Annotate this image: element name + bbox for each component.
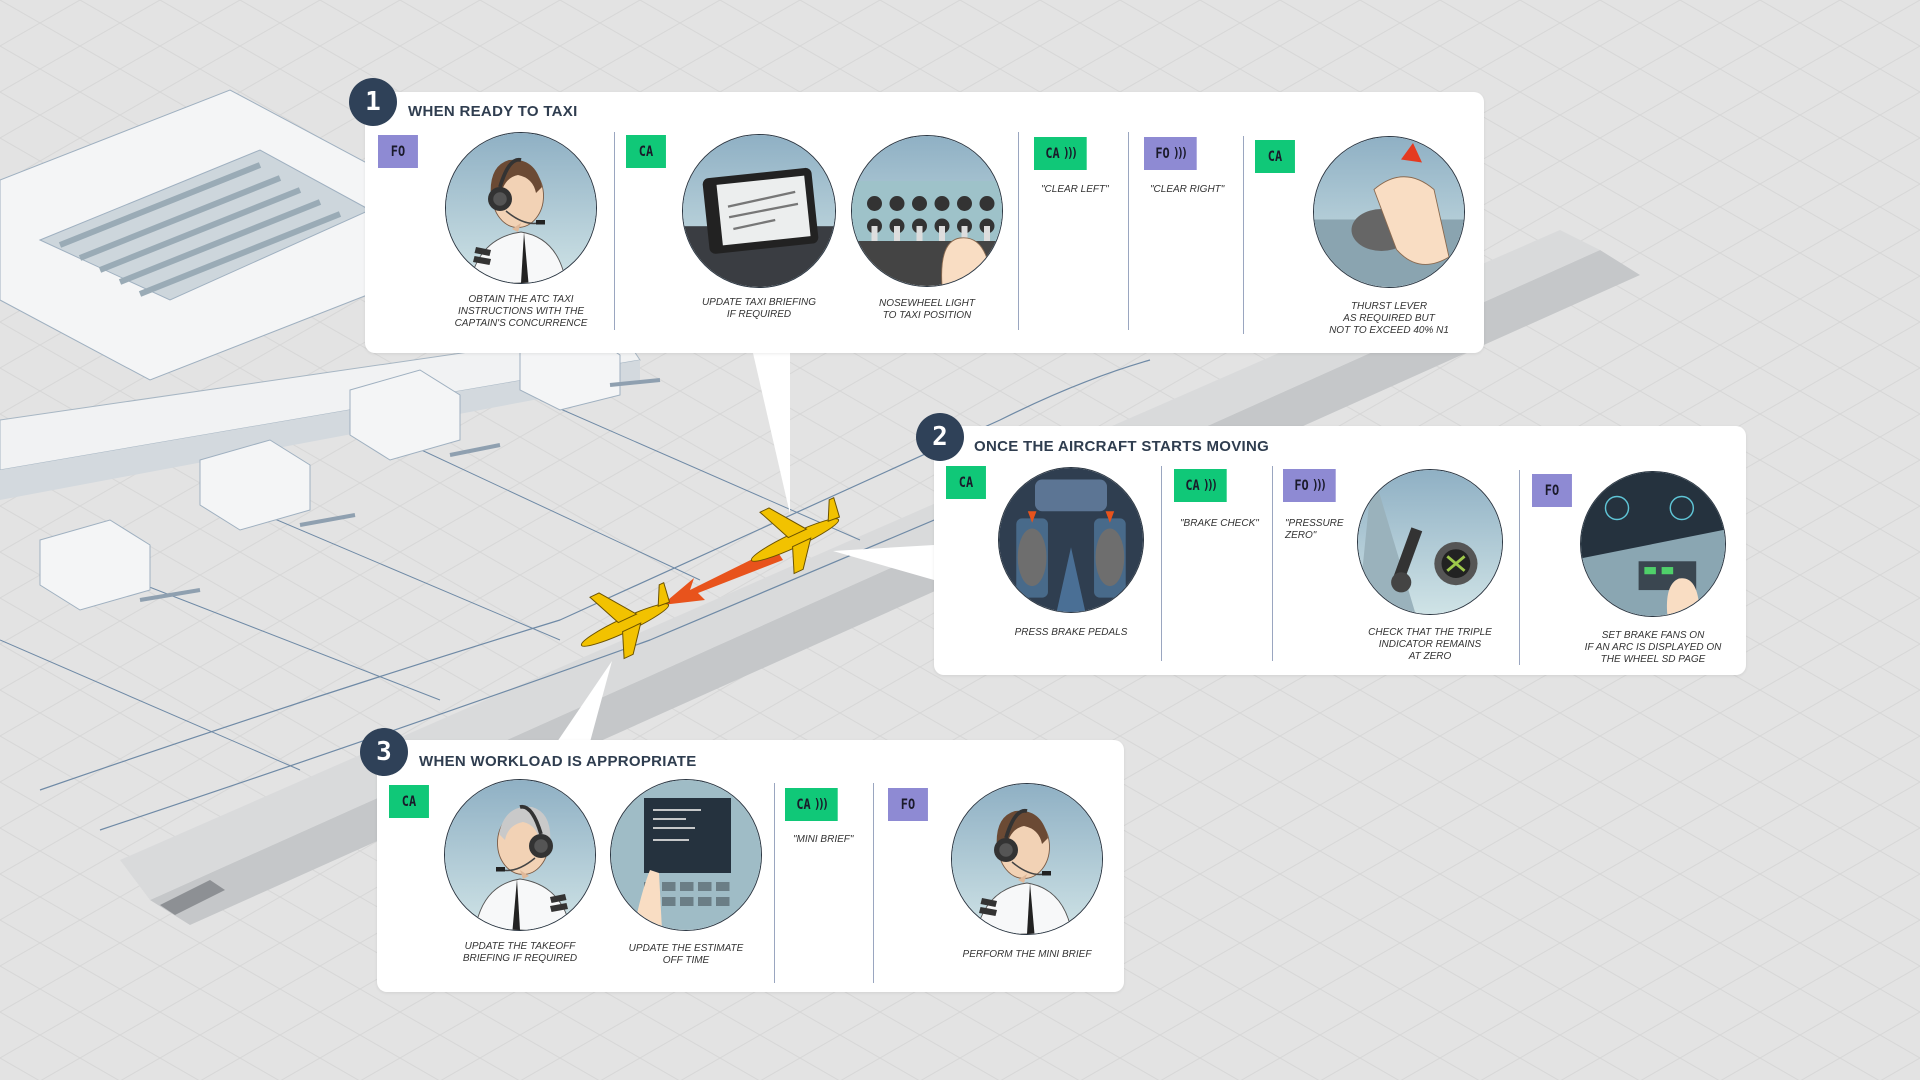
speech-waves-icon: ))) <box>1173 146 1188 161</box>
thrust-lever-illustration <box>1313 136 1465 288</box>
role-label: FO <box>1155 145 1170 162</box>
step-caption: UPDATE THE ESTIMATE OFF TIME <box>628 943 744 966</box>
column-divider <box>1243 136 1244 334</box>
first-officer-headset-illustration <box>445 132 597 284</box>
first-officer-role-tag: FO <box>378 135 418 168</box>
column-divider <box>1128 132 1129 330</box>
speech-waves-icon: ))) <box>1203 478 1218 493</box>
role-label: CA <box>796 796 811 813</box>
step-title: WHEN READY TO TAXI <box>408 103 578 120</box>
role-label: CA <box>1045 145 1060 162</box>
brake-fans-panel-illustration <box>1580 471 1726 617</box>
column-divider <box>1018 132 1019 330</box>
direction-arrow <box>662 548 783 605</box>
brake-pedals-illustration <box>998 467 1144 613</box>
speech-waves-icon: ))) <box>1312 478 1327 493</box>
callout-quote: "CLEAR LEFT" <box>1041 184 1109 195</box>
speech-waves-icon: ))) <box>814 797 829 812</box>
captain-role-tag: CA <box>389 785 429 818</box>
captain-role-tag: CA <box>946 466 986 499</box>
callout-pointer <box>833 545 934 580</box>
first-officer-role-tag: FO <box>1532 474 1572 507</box>
step-title: ONCE THE AIRCRAFT STARTS MOVING <box>974 438 1270 455</box>
column-divider <box>1272 466 1273 661</box>
switch-panel-illustration <box>851 135 1003 287</box>
role-label: CA <box>401 793 417 810</box>
column-divider <box>873 783 874 983</box>
captain-callout-tag: CA))) <box>1034 137 1087 170</box>
captain-callout-tag: CA))) <box>1174 469 1227 502</box>
mcdu-illustration <box>610 779 762 931</box>
aircraft-icon <box>580 581 671 660</box>
step-number-badge: 3 <box>360 728 408 776</box>
speech-waves-icon: ))) <box>1063 146 1078 161</box>
first-officer-callout-tag: FO))) <box>1144 137 1197 170</box>
captain-callout-tag: CA))) <box>785 788 838 821</box>
callout-quote: "CLEAR RIGHT" <box>1150 184 1225 195</box>
step-caption: PRESS BRAKE PEDALS <box>1014 627 1128 638</box>
step-caption: CHECK THAT THE TRIPLE INDICATOR REMAINS … <box>1368 627 1492 662</box>
captain-role-tag: CA <box>626 135 666 168</box>
role-label: FO <box>390 143 406 160</box>
first-officer-callout-tag: FO))) <box>1283 469 1336 502</box>
role-label: FO <box>1544 482 1560 499</box>
role-label: CA <box>958 474 974 491</box>
column-divider <box>614 132 615 330</box>
step-title: WHEN WORKLOAD IS APPROPRIATE <box>419 753 697 770</box>
column-divider <box>774 783 775 983</box>
triple-indicator-illustration <box>1357 469 1503 615</box>
captain-headset-illustration <box>444 779 596 931</box>
first-officer-headset-right-illustration <box>951 783 1103 935</box>
step-caption: UPDATE TAXI BRIEFING IF REQUIRED <box>701 297 817 320</box>
role-label: CA <box>638 143 654 160</box>
aircraft-icon <box>750 496 841 575</box>
captain-role-tag: CA <box>1255 140 1295 173</box>
role-label: FO <box>900 796 916 813</box>
callout-quote: "PRESSURE ZERO" <box>1285 518 1344 541</box>
tablet-illustration <box>682 134 836 288</box>
step-caption: NOSEWHEEL LIGHT TO TAXI POSITION <box>879 298 975 321</box>
step-caption: SET BRAKE FANS ON IF AN ARC IS DISPLAYED… <box>1584 630 1722 665</box>
role-label: FO <box>1294 477 1309 494</box>
first-officer-role-tag: FO <box>888 788 928 821</box>
callout-pointer <box>753 353 790 514</box>
column-divider <box>1161 466 1162 661</box>
step-caption: PERFORM THE MINI BRIEF <box>962 949 1092 960</box>
callout-quote: "BRAKE CHECK" <box>1180 518 1259 529</box>
role-label: CA <box>1185 477 1200 494</box>
column-divider <box>1519 470 1520 665</box>
step-caption: THURST LEVER AS REQUIRED BUT NOT TO EXCE… <box>1329 301 1449 336</box>
terminal-building <box>0 89 661 611</box>
step-number-badge: 2 <box>916 413 964 461</box>
callout-quote: "MINI BRIEF" <box>793 834 854 845</box>
callout-pointer <box>557 661 612 742</box>
role-label: CA <box>1267 148 1283 165</box>
step-caption: UPDATE THE TAKEOFF BRIEFING IF REQUIRED <box>462 941 578 964</box>
step-number-badge: 1 <box>349 78 397 126</box>
step-caption: OBTAIN THE ATC TAXI INSTRUCTIONS WITH TH… <box>454 294 588 329</box>
